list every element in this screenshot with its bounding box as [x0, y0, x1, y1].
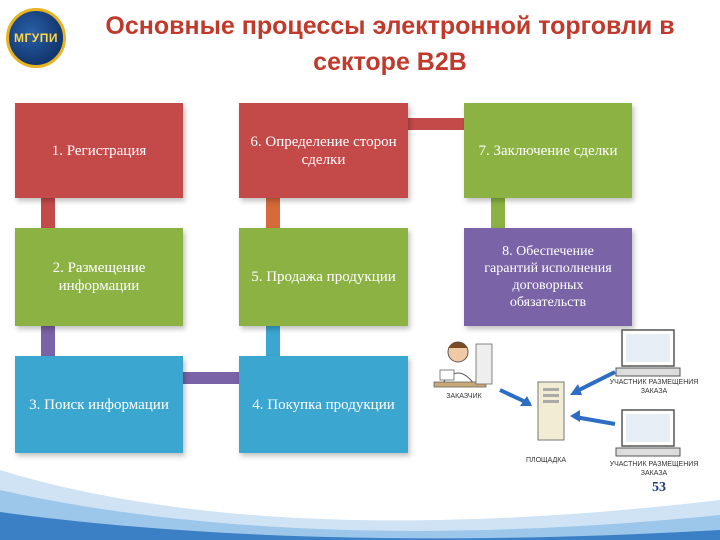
- computer-2-icon: [615, 409, 681, 457]
- participant-2-label: УЧАСТНИК РАЗМЕЩЕНИЯ ЗАКАЗА: [609, 461, 699, 477]
- page-number: 53: [652, 480, 666, 495]
- computer-1-icon: [615, 329, 681, 377]
- customer-figure-icon: [433, 341, 493, 388]
- b2b-illustration: ЗАКАЗЧИК ПЛОЩАДКА УЧАСТНИК РАЗМЕЩЕНИЯ ЗА…: [420, 322, 720, 497]
- platform-server-icon: [537, 381, 565, 441]
- title-line-1: Основные процессы электронной торговли в: [105, 12, 675, 40]
- participant-1-label: УЧАСТНИК РАЗМЕЩЕНИЯ ЗАКАЗА: [609, 379, 699, 395]
- step-4-label: 4. Покупка продукции: [252, 396, 395, 413]
- connector-7-8: [491, 198, 505, 228]
- customer-label: ЗАКАЗЧИК: [446, 393, 482, 400]
- step-4-purchase: 4. Покупка продукции: [239, 356, 408, 453]
- arrow-icons: [499, 370, 616, 426]
- step-5-label: 5. Продажа продукции: [251, 269, 396, 285]
- connector-5-6: [266, 198, 280, 228]
- connector-4-5: [266, 326, 280, 356]
- step-1-registration: 1. Регистрация: [15, 103, 183, 198]
- page-title: Основные процессы электронной торговли в…: [70, 8, 710, 80]
- connector-6-7: [408, 118, 464, 130]
- platform-label: ПЛОЩАДКА: [525, 457, 567, 464]
- step-3-search: 3. Поиск информации: [15, 356, 183, 453]
- step-7-contract: 7. Заключение сделки: [464, 103, 632, 198]
- logo-text: МГУПИ: [13, 31, 58, 45]
- step-1-label: 1. Регистрация: [51, 142, 147, 159]
- connector-1-2: [41, 198, 55, 228]
- b2b-scheme-drawing: [433, 329, 681, 457]
- title-line-2: секторе B2B: [313, 48, 467, 76]
- step-8-guarantees: 8. Обеспечение гарантий исполнения догов…: [464, 228, 632, 326]
- step-2-label: 2. Размещение информации: [52, 260, 146, 294]
- step-6-label: 6. Определение сторон сделки: [250, 133, 397, 168]
- step-7-label: 7. Заключение сделки: [478, 142, 618, 159]
- connector-3-4: [183, 372, 239, 384]
- bottom-swoosh-decoration: [0, 470, 720, 540]
- step-8-label: 8. Обеспечение гарантий исполнения догов…: [484, 244, 612, 310]
- step-3-label: 3. Поиск информации: [29, 396, 169, 413]
- university-logo: МГУПИ: [6, 8, 66, 68]
- connector-2-3: [41, 326, 55, 356]
- step-2-placement: 2. Размещение информации: [15, 228, 183, 326]
- step-5-sale: 5. Продажа продукции: [239, 228, 408, 326]
- step-6-parties: 6. Определение сторон сделки: [239, 103, 408, 198]
